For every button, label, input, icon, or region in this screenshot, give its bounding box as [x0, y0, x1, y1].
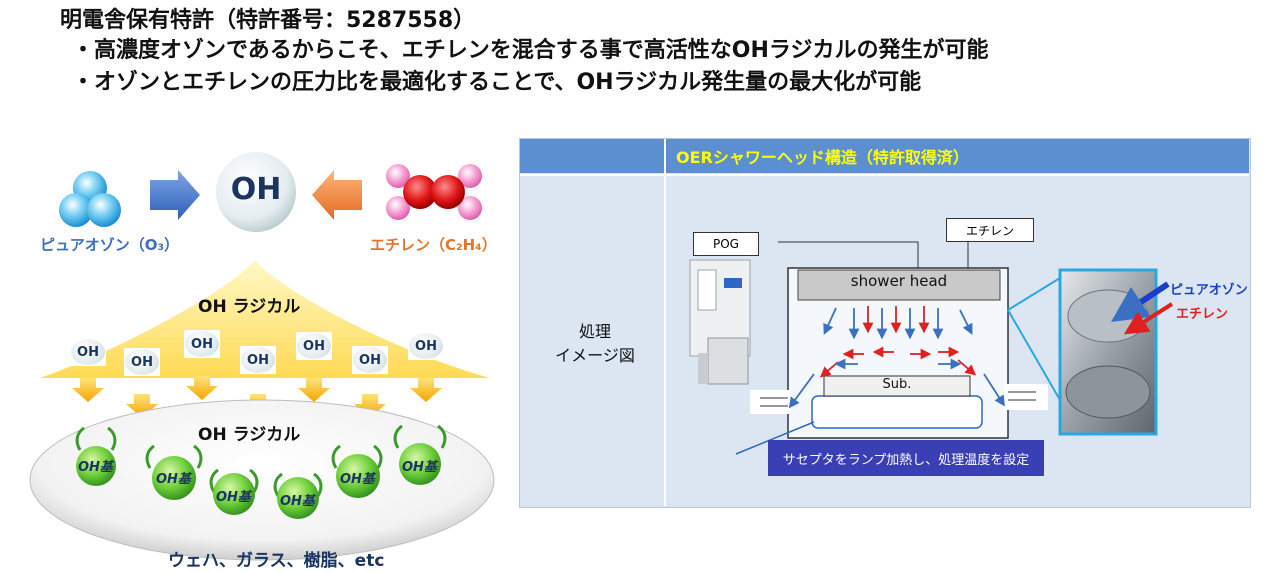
ethylene-molecule-icon — [386, 164, 482, 220]
pog-box: POG — [693, 232, 759, 256]
substrate — [823, 375, 971, 397]
shower-head — [797, 269, 1001, 301]
oh-group-2: OH基 — [156, 472, 191, 487]
ozone-molecule-icon — [59, 171, 121, 227]
substrate-ellipse — [29, 399, 495, 561]
ethylene-box: エチレン — [946, 218, 1034, 242]
oh-radical-top-label: OH ラジカル — [198, 297, 301, 317]
oh-group-6: OH基 — [402, 460, 437, 475]
mini-oh-2: OH — [125, 349, 159, 375]
arrow-left-icon — [312, 170, 362, 220]
mini-oh-3: OH — [185, 331, 219, 357]
oh-group-1: OH基 — [78, 460, 113, 475]
oh-center-text: OH — [230, 172, 282, 207]
oh-group-4: OH基 — [280, 494, 315, 509]
photo-ethylene-label: エチレン — [1176, 307, 1229, 322]
row-label: 処理 イメージ図 — [540, 320, 650, 368]
table-divider-vertical — [664, 139, 666, 506]
shower-head-label: shower head — [850, 272, 948, 290]
mini-oh-5: OH — [297, 333, 331, 359]
table-divider-horizontal — [520, 174, 1249, 176]
mini-oh-1: OH — [71, 339, 105, 365]
oh-group-3: OH基 — [216, 490, 251, 505]
mini-oh-6: OH — [353, 347, 387, 373]
ethylene-label: エチレン（C₂H₄） — [370, 236, 497, 254]
oh-radical-bottom-label: OH ラジカル — [198, 425, 301, 445]
title-line: 明電舎保有特許（特許番号：5287558） — [60, 8, 476, 33]
table-header: OERシャワーヘッド構造（特許取得済） — [666, 139, 1249, 173]
oh-sphere-icon — [216, 152, 296, 232]
susceptor — [811, 395, 983, 429]
heating-caption: サセプタをランプ加熱し、処理温度を設定 — [768, 440, 1044, 476]
mini-oh-4: OH — [241, 347, 275, 373]
oh-group-spheres — [75, 424, 447, 497]
photo-ozone-label: ピュアオゾン — [1170, 283, 1248, 298]
table-header-left — [520, 139, 664, 173]
substrate-label: ウェハ、ガラス、樹脂、etc — [168, 551, 385, 571]
mini-oh-7: OH — [409, 333, 443, 359]
arrow-right-icon — [150, 170, 200, 220]
shower-head-schematic — [689, 240, 1174, 455]
ozone-label: ピュアオゾン（O₃） — [40, 236, 180, 254]
oh-group-5: OH基 — [340, 472, 375, 487]
bullet-line-1: ・高濃度オゾンであるからこそ、エチレンを混合する事で高活性なOHラジカルの発生が… — [72, 38, 989, 63]
sub-label: Sub. — [882, 377, 912, 392]
row-label-line2: イメージ図 — [555, 346, 635, 365]
row-label-line1: 処理 — [578, 322, 611, 341]
bullet-line-2: ・オゾンとエチレンの圧力比を最適化することで、OHラジカル発生量の最大化が可能 — [72, 70, 922, 95]
pog-equipment-icon — [689, 259, 751, 385]
